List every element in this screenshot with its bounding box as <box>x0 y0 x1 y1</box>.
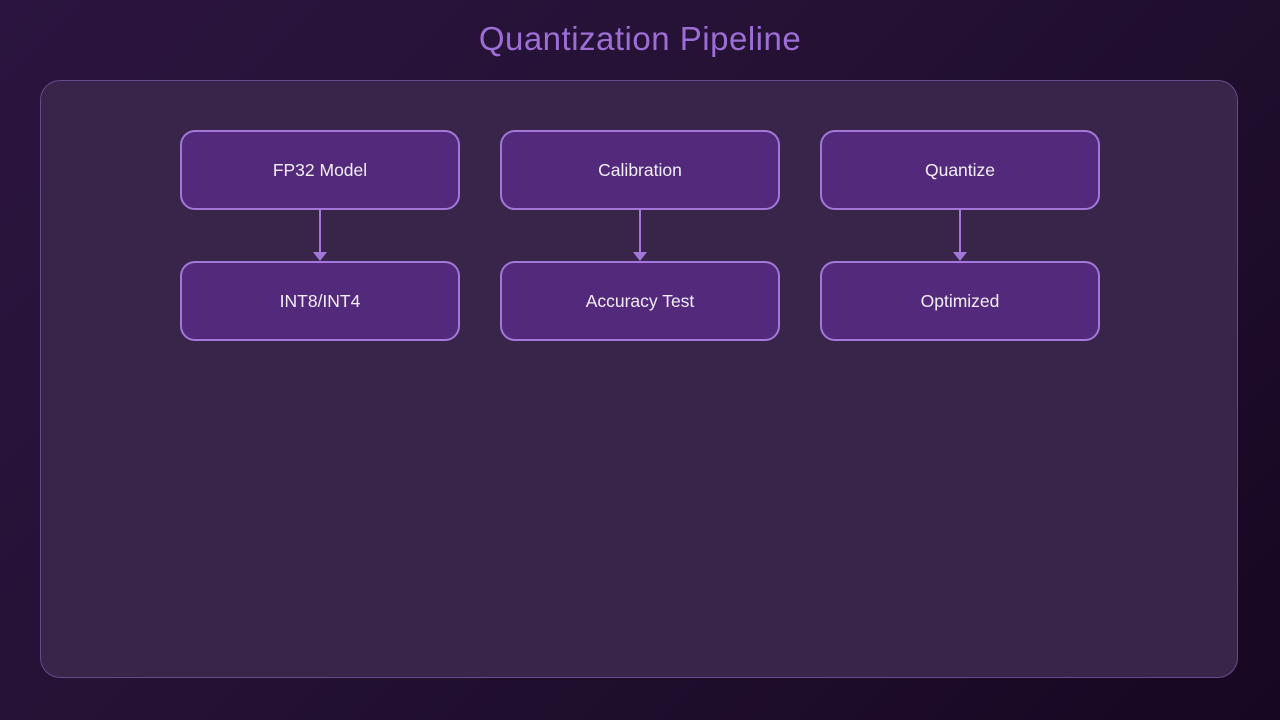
arrow-quantize-to-optimized-icon <box>953 210 967 261</box>
node-label: FP32 Model <box>272 159 368 180</box>
node-calibration: Calibration <box>500 130 780 210</box>
node-label: Accuracy Test <box>585 290 695 311</box>
pipeline-canvas: FP32 Model INT8/INT4 Calibration Accurac… <box>40 80 1238 678</box>
node-optimized: Optimized <box>820 261 1100 341</box>
node-label: Quantize <box>924 159 996 180</box>
node-label: Calibration <box>598 159 682 180</box>
diagram-title: Quantization Pipeline <box>478 20 802 57</box>
node-fp32-model: FP32 Model <box>180 130 460 210</box>
node-quantize: Quantize <box>820 130 1100 210</box>
arrow-calibration-to-accuracy-icon <box>633 210 647 261</box>
arrow-fp32-to-int8-icon <box>313 210 327 261</box>
node-accuracy-test: Accuracy Test <box>500 261 780 341</box>
node-int8-int4: INT8/INT4 <box>180 261 460 341</box>
node-label: INT8/INT4 <box>279 290 361 311</box>
node-label: Optimized <box>920 290 1000 311</box>
